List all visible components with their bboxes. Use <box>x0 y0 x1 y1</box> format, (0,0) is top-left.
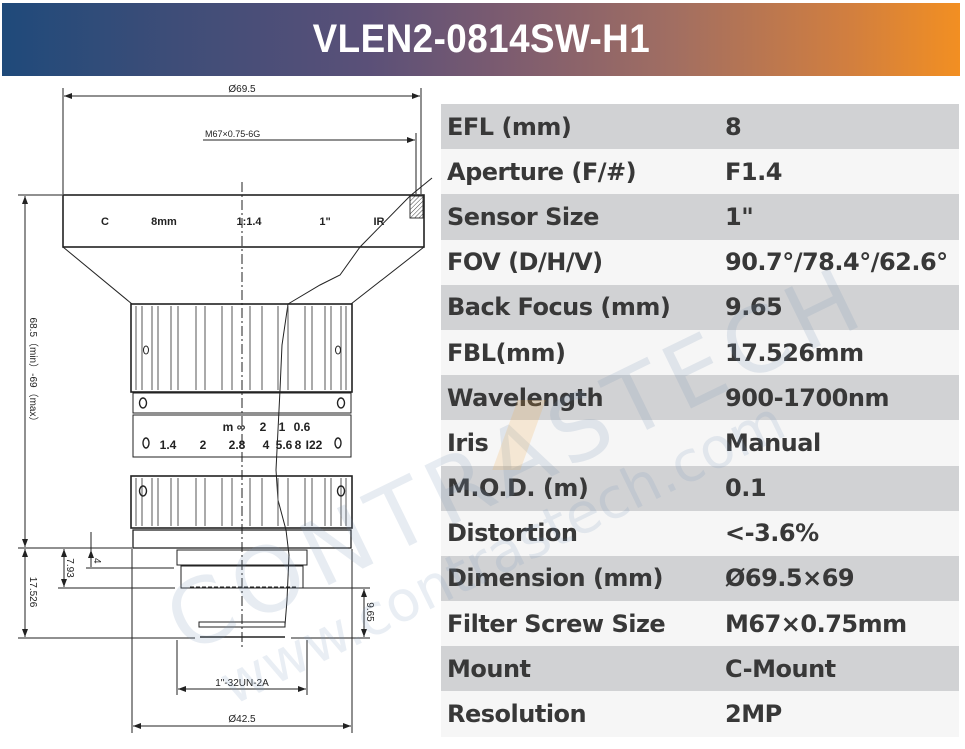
spec-label: Aperture (F/#) <box>447 157 637 186</box>
svg-text:1:1.4: 1:1.4 <box>236 216 262 228</box>
svg-text:m: m <box>223 420 234 434</box>
iris-scale: 1.4 2 2.8 4 5.6 8 I22 <box>160 438 323 452</box>
spec-value: M67×0.75mm <box>725 609 907 638</box>
dim-overall-diameter: Ø69.5 <box>228 84 256 95</box>
svg-text:1.4: 1.4 <box>160 438 177 452</box>
spec-row-sensor-size: Sensor Size 1" <box>441 194 959 240</box>
spec-label: Back Focus (mm) <box>447 293 671 322</box>
spec-label: Filter Screw Size <box>447 609 666 638</box>
spec-row-efl: EFL (mm) 8 <box>441 104 959 150</box>
spec-value: 8 <box>725 112 742 141</box>
spec-value: C-Mount <box>725 654 836 683</box>
svg-text:IR: IR <box>374 216 385 228</box>
svg-text:5.6: 5.6 <box>276 438 293 452</box>
spec-value: 1" <box>725 202 754 231</box>
dim-7-93: 7.93 <box>64 558 75 578</box>
spec-value: F1.4 <box>725 157 782 186</box>
spec-value: 9.65 <box>725 293 783 322</box>
spec-row-fov: FOV (D/H/V) 90.7°/78.4°/62.6° <box>441 239 959 285</box>
spec-value: 900-1700nm <box>725 383 889 412</box>
svg-text:C: C <box>101 216 109 228</box>
spec-label: Distortion <box>447 519 578 548</box>
dim-back-focus: 9.65 <box>364 602 375 622</box>
spec-label: Wavelength <box>447 383 604 412</box>
spec-label: FOV (D/H/V) <box>447 248 603 277</box>
dim-flange-focal-length: 17.526 <box>27 577 38 608</box>
spec-label: EFL (mm) <box>447 112 572 141</box>
svg-text:8: 8 <box>295 438 302 452</box>
spec-row-filter-screw: Filter Screw Size M67×0.75mm <box>441 601 959 647</box>
svg-text:1: 1 <box>279 420 286 434</box>
dim-mount-thread: 1"-32UN-2A <box>215 678 269 689</box>
svg-text:∞: ∞ <box>237 420 246 434</box>
spec-value: 0.1 <box>725 474 767 503</box>
svg-text:4: 4 <box>263 438 270 452</box>
spec-label: Dimension (mm) <box>447 564 663 593</box>
spec-row-fbl: FBL(mm) 17.526mm <box>441 329 959 376</box>
spec-value: Manual <box>725 428 821 457</box>
svg-text:2: 2 <box>200 438 207 452</box>
svg-text:2: 2 <box>260 420 267 434</box>
spec-label: Sensor Size <box>447 202 599 231</box>
svg-text:2.8: 2.8 <box>229 438 246 452</box>
dim-body-diameter: Ø42.5 <box>228 714 256 725</box>
spec-row-dimension: Dimension (mm) Ø69.5×69 <box>441 555 959 602</box>
dim-filter-thread: M67×0.75-6G <box>205 129 260 139</box>
dim-length: 68.5（min）-69（max） <box>27 318 39 427</box>
spec-label: FBL(mm) <box>447 338 566 367</box>
spec-row-aperture: Aperture (F/#) F1.4 <box>441 149 959 195</box>
spec-row-distortion: Distortion <-3.6% <box>441 510 959 556</box>
spec-value: 90.7°/78.4°/62.6° <box>725 248 948 277</box>
spec-value: 2MP <box>725 700 782 729</box>
spec-label: Resolution <box>447 700 587 729</box>
spec-label: Mount <box>447 654 531 683</box>
specifications-table: EFL (mm) 8 Aperture (F/#) F1.4 Sensor Si… <box>441 104 959 737</box>
svg-text:8mm: 8mm <box>151 216 177 228</box>
svg-text:1": 1" <box>319 216 330 228</box>
front-ring-markings: C 8mm 1:1.4 1" IR <box>101 216 385 228</box>
spec-value: Ø69.5×69 <box>725 564 855 593</box>
focus-scale: m ∞ 2 1 0.6 <box>223 420 311 434</box>
spec-row-mod: M.O.D. (m) 0.1 <box>441 465 959 511</box>
spec-label: Iris <box>447 428 489 457</box>
title-banner: VLEN2-0814SW-H1 <box>2 3 960 76</box>
spec-value: <-3.6% <box>725 519 819 548</box>
spec-row-mount: Mount C-Mount <box>441 646 959 692</box>
dim-mount-4: 4 <box>91 558 102 564</box>
spec-value: 17.526mm <box>725 338 864 367</box>
product-title: VLEN2-0814SW-H1 <box>312 17 650 61</box>
lens-outline-drawing: Ø69.5 M67×0.75-6G C 8mm 1:1.4 1" IR 68.5… <box>18 84 433 733</box>
spec-row-iris: Iris Manual <box>441 420 959 466</box>
lens-technical-drawing: Ø69.5 M67×0.75-6G C 8mm 1:1.4 1" IR 68.5… <box>0 78 440 749</box>
svg-text:I22: I22 <box>306 438 323 452</box>
spec-row-back-focus: Back Focus (mm) 9.65 <box>441 284 959 330</box>
spec-row-resolution: Resolution 2MP <box>441 691 959 737</box>
svg-text:0.6: 0.6 <box>294 420 311 434</box>
spec-row-wavelength: Wavelength 900-1700nm <box>441 375 959 421</box>
spec-label: M.O.D. (m) <box>447 474 589 503</box>
